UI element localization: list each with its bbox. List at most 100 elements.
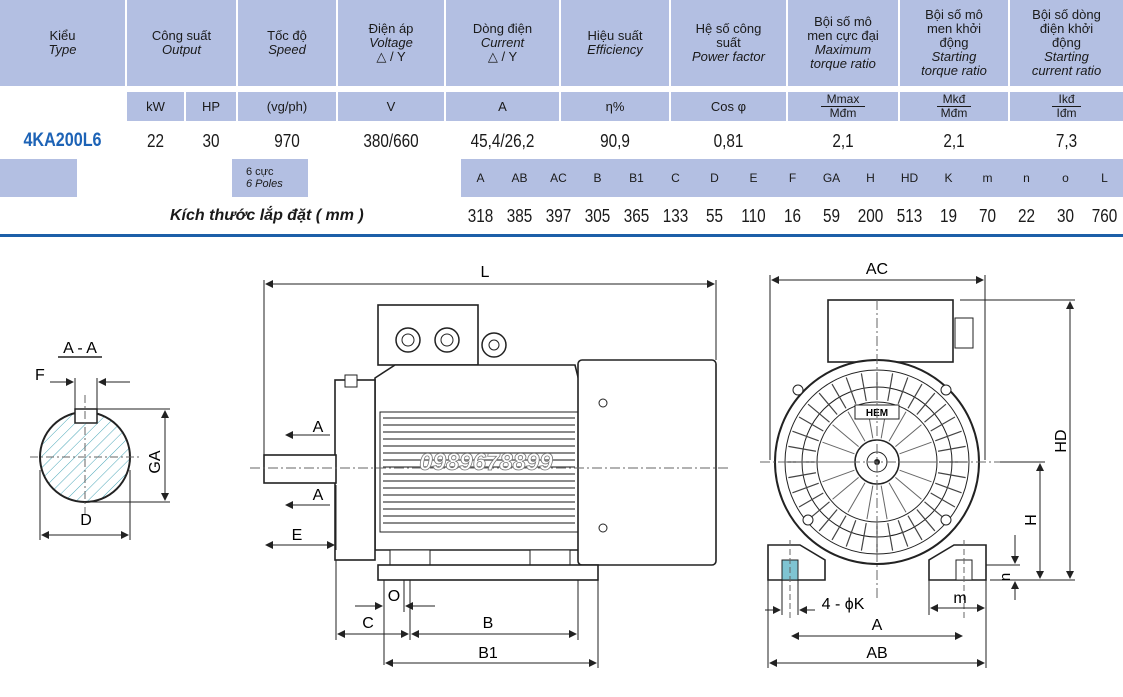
dim-header-k: K <box>944 171 953 185</box>
rib-line <box>935 482 962 494</box>
label-AC: AC <box>866 261 888 278</box>
dim-header-l: L <box>1101 171 1108 185</box>
spoke-line <box>899 441 932 455</box>
spoke-line <box>880 485 888 520</box>
header-voltage: Điện áp Voltage △ / Y <box>338 0 444 86</box>
dim-value-ga: 59 <box>822 205 841 226</box>
value-current: 45,4/26,2 <box>470 130 535 151</box>
foot <box>529 549 571 566</box>
header-sc-en-2: current ratio <box>1031 63 1102 78</box>
divider <box>444 0 446 86</box>
dim-header-e: E <box>749 171 758 185</box>
rib-line <box>807 403 830 423</box>
rib-line <box>907 515 923 541</box>
header-current-conn: △ / Y <box>487 49 518 64</box>
end-shield <box>334 379 376 561</box>
dim-header-d: D <box>710 171 719 185</box>
header-output: Công suất Output <box>127 0 236 86</box>
value-pf: 0,81 <box>713 130 744 151</box>
rib-line <box>798 492 824 508</box>
header-voltage-conn: △ / Y <box>376 49 406 64</box>
terminal-box <box>377 304 479 366</box>
header-voltage-en: Voltage <box>369 35 413 50</box>
unit-mmax-num: Mmax <box>820 93 866 107</box>
rib-line <box>831 383 847 409</box>
header-speed-vi: Tốc độ <box>267 28 307 43</box>
dim-value-k: 19 <box>939 205 958 226</box>
unit-current: A <box>498 99 507 114</box>
unit-pf: Cos φ <box>710 99 747 114</box>
spoke-line <box>888 482 907 513</box>
header-current-en: Current <box>480 35 525 50</box>
value-speed: 970 <box>274 130 300 151</box>
dim-value-m: 70 <box>978 205 997 226</box>
dim-bar-segment <box>0 159 77 197</box>
rib-line <box>860 522 867 551</box>
bolt <box>792 384 804 396</box>
spoke-line <box>866 485 874 520</box>
header-start-current: Bội số dòng điện khởi động Starting curr… <box>1010 0 1123 86</box>
unit-voltage: V <box>386 99 396 114</box>
rib-line <box>818 509 838 532</box>
dim-header-f: F <box>788 171 797 185</box>
dim-header-o: o <box>1062 171 1069 185</box>
value-voltage: 380/660 <box>363 130 419 151</box>
label-F: F <box>35 367 45 384</box>
unit-ikd-den: Iđm <box>1056 106 1077 120</box>
divider <box>1008 92 1010 121</box>
header-sc-vi-2: điện khởi <box>1039 21 1094 36</box>
header-type-en: Type <box>48 42 77 57</box>
label-m: m <box>953 590 966 607</box>
header-pf-en: Power factor <box>692 49 765 64</box>
bolt <box>598 398 608 408</box>
cable-gland-inner <box>401 333 415 347</box>
header-mt-en-1: Maximum <box>814 42 872 57</box>
shaft <box>263 454 337 484</box>
label-O: O <box>388 588 400 605</box>
label-HD: HD <box>1053 429 1070 452</box>
value-hp: 30 <box>202 130 220 151</box>
label-A-top: A <box>313 419 324 436</box>
unit-hp: HP <box>201 99 221 114</box>
dim-header-b: B <box>593 171 602 185</box>
dim-value-a: 318 <box>467 205 494 226</box>
dim-header-hd: HD <box>900 171 919 185</box>
label-n: n <box>997 573 1014 581</box>
divider <box>669 0 671 86</box>
unit-efficiency: η% <box>605 99 625 114</box>
dim-value-ac: 397 <box>545 205 572 226</box>
divider <box>336 92 338 121</box>
header-pf-vi-2: suất <box>716 35 741 50</box>
header-output-vi: Công suất <box>151 28 212 43</box>
header-efficiency-vi: Hiệu suất <box>587 28 643 43</box>
header-current: Dòng điện Current △ / Y <box>446 0 559 86</box>
dim-header-m: m <box>982 171 993 185</box>
rib-line <box>792 482 819 494</box>
rib-line <box>798 416 824 432</box>
dim-value-ab: 385 <box>506 205 533 226</box>
rib-line <box>935 430 962 442</box>
spoke-line <box>895 477 922 500</box>
header-type-vi: Kiểu <box>49 28 76 43</box>
label-A-bottom: A <box>313 487 324 504</box>
divider <box>125 0 127 86</box>
bolt <box>940 514 952 526</box>
header-sc-vi-3: động <box>1052 35 1081 50</box>
value-mkd: 2,1 <box>943 130 965 151</box>
spoke-line <box>847 411 866 442</box>
divider <box>1008 0 1010 86</box>
spoke-line <box>832 424 859 447</box>
header-voltage-vi: Điện áp <box>368 21 414 36</box>
header-output-en: Output <box>161 42 202 57</box>
rib-line <box>788 445 817 452</box>
label-B1: B1 <box>478 645 498 662</box>
label-A-front: A <box>872 617 883 634</box>
rib-line <box>937 472 966 479</box>
rib-line <box>924 403 947 423</box>
section-rule <box>0 234 1123 237</box>
section-title: A - A <box>63 340 97 357</box>
unit-mkd-den: Mđm <box>940 106 968 120</box>
